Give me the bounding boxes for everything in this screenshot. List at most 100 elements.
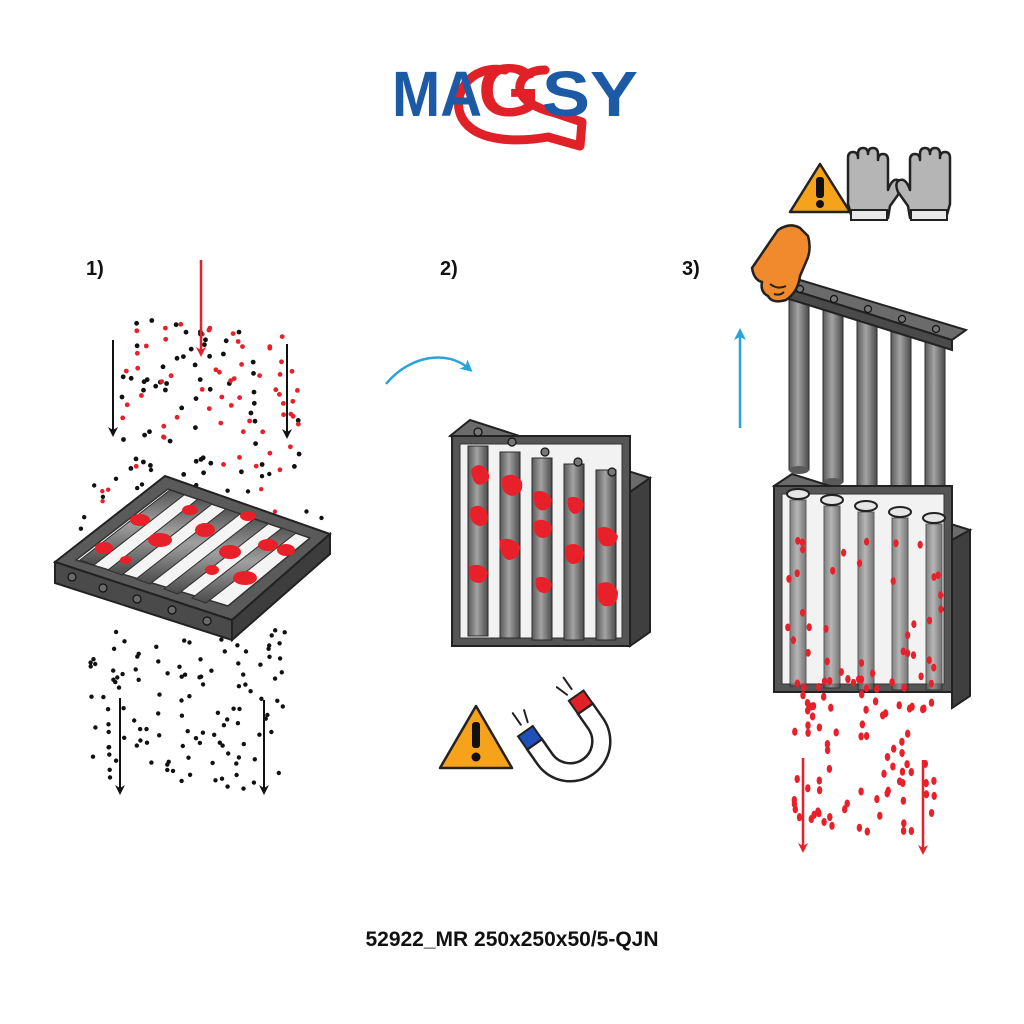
particle — [143, 343, 149, 349]
contaminant-clusters — [468, 465, 618, 607]
particle — [174, 355, 180, 361]
hand-icon — [750, 224, 811, 303]
particle — [187, 772, 193, 777]
particle — [174, 414, 180, 420]
particle — [908, 826, 915, 836]
particle — [893, 539, 899, 548]
magnetic-grate-horizontal — [52, 474, 332, 643]
particle — [90, 754, 96, 759]
particle — [833, 728, 839, 737]
particle — [257, 732, 262, 737]
particle — [911, 620, 917, 628]
particle — [905, 631, 911, 640]
particle — [111, 668, 116, 673]
particle — [243, 682, 248, 687]
particle — [213, 778, 218, 783]
grate-frame-side — [231, 531, 331, 643]
particle — [248, 410, 254, 416]
particle — [212, 732, 217, 737]
particle — [179, 698, 184, 703]
particle — [165, 767, 170, 773]
particle — [165, 671, 170, 676]
particle — [206, 327, 212, 333]
particle — [188, 346, 194, 352]
particle — [237, 706, 242, 712]
particle — [850, 678, 857, 687]
particle — [240, 344, 245, 349]
particle — [275, 698, 280, 703]
particle — [154, 644, 159, 649]
particle — [149, 760, 154, 765]
particle — [277, 392, 282, 397]
particle — [166, 759, 171, 764]
particle — [816, 723, 823, 732]
particle — [133, 463, 139, 469]
particle — [295, 418, 301, 423]
particle — [179, 713, 185, 718]
particle — [161, 434, 166, 440]
particle — [908, 768, 914, 777]
particle — [266, 646, 271, 651]
particle — [257, 373, 262, 378]
particle — [816, 786, 823, 795]
particle — [241, 672, 246, 677]
lifted-magnetic-rods — [783, 278, 969, 512]
particle — [193, 396, 199, 401]
particle — [279, 670, 284, 675]
particle — [877, 811, 883, 820]
particle — [144, 740, 150, 745]
particle — [918, 672, 924, 681]
particle — [259, 462, 265, 467]
particle — [100, 499, 105, 504]
particle — [251, 371, 256, 376]
particle — [206, 406, 212, 411]
particle — [900, 796, 907, 805]
particle — [156, 711, 161, 716]
particle — [801, 683, 807, 692]
particle — [100, 489, 105, 494]
particle — [251, 400, 257, 406]
particle — [236, 329, 242, 335]
particle — [251, 389, 257, 395]
particle — [193, 736, 199, 741]
particle — [900, 826, 907, 835]
glove-icon-right — [895, 146, 952, 221]
particle — [209, 668, 214, 673]
released-particles-inside — [785, 536, 944, 693]
particle — [200, 730, 206, 735]
particle — [113, 476, 119, 481]
particle — [794, 774, 800, 784]
particle — [142, 432, 148, 438]
particle — [928, 679, 934, 688]
particle — [144, 377, 150, 383]
particle — [859, 720, 866, 729]
particle — [304, 509, 309, 514]
captured-metal-particles — [95, 505, 295, 585]
particle — [269, 633, 274, 638]
particle — [881, 769, 887, 778]
logo-text-middle: G — [478, 49, 540, 132]
logo-text-left: MA — [392, 58, 482, 130]
particle — [821, 817, 827, 827]
particle — [192, 362, 198, 368]
particle — [250, 359, 256, 365]
particle — [816, 776, 822, 785]
particle — [222, 649, 227, 654]
particle — [78, 526, 84, 531]
particle — [891, 744, 897, 753]
particle — [134, 320, 140, 326]
particle — [931, 573, 937, 581]
particle — [901, 683, 907, 692]
particle — [794, 679, 801, 688]
particle — [799, 538, 806, 547]
particle — [186, 755, 191, 760]
magsy-logo: MA G SY — [392, 49, 638, 151]
particle — [120, 671, 125, 677]
particle — [144, 726, 149, 732]
warning-icon — [788, 162, 852, 214]
logo-swoosh — [454, 64, 587, 151]
particle — [279, 359, 284, 365]
particle — [122, 639, 127, 644]
particle — [864, 827, 870, 836]
particle — [106, 487, 111, 492]
